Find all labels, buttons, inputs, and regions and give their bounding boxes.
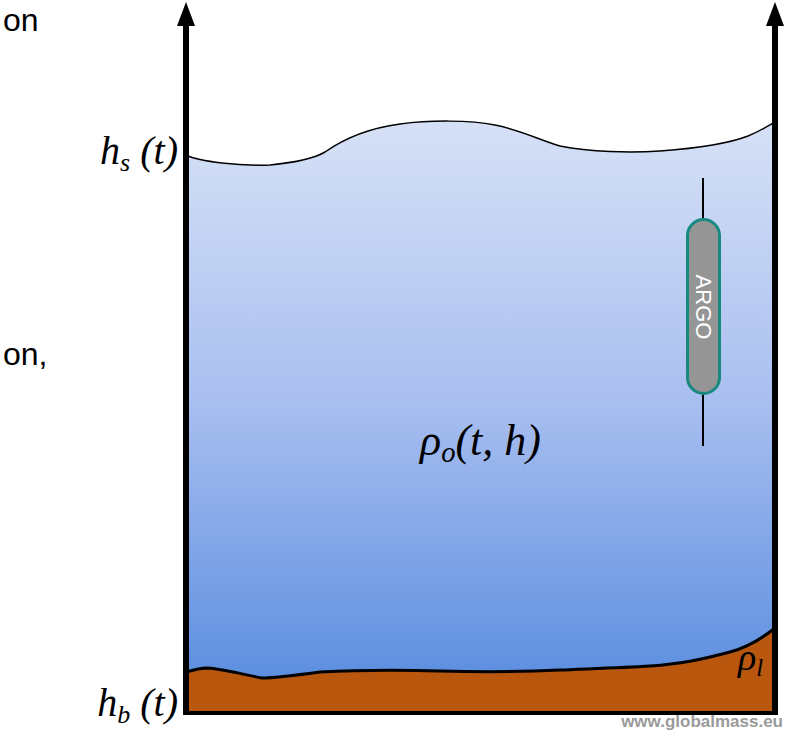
right-axis xyxy=(772,22,778,715)
subscript: o xyxy=(441,437,455,468)
right-arrowhead xyxy=(766,2,784,26)
subscript: s xyxy=(120,148,130,177)
cut-text: on xyxy=(3,2,39,39)
text-part: ρ xyxy=(420,416,441,465)
ocean-water xyxy=(186,121,775,678)
text-part: ρ xyxy=(738,636,756,678)
text-part: (t) xyxy=(130,128,178,173)
left-axis xyxy=(183,22,189,715)
subscript: l xyxy=(756,654,763,681)
text-part: h xyxy=(100,128,120,173)
sediment-boundary xyxy=(186,628,775,678)
sea-surface xyxy=(186,121,775,165)
surface-height-label: hs (t) xyxy=(100,128,178,177)
text-part: on, xyxy=(3,336,47,372)
subscript: b xyxy=(117,700,130,729)
text-part: www.globalmass.eu xyxy=(621,712,783,731)
bottom-height-label: hb (t) xyxy=(97,680,178,729)
text-part: (t, h) xyxy=(455,416,541,465)
text-part: h xyxy=(97,680,117,725)
float-label: ARGO xyxy=(692,274,714,339)
sediment-layer xyxy=(186,628,775,713)
text-part: on xyxy=(3,2,39,38)
ocean-density-label: ρo(t, h) xyxy=(420,416,541,470)
argo-float: ARGO xyxy=(686,218,721,395)
cut-text: on, xyxy=(3,336,47,373)
text-part: (t) xyxy=(130,680,178,725)
left-arrowhead xyxy=(177,2,195,26)
sediment-density-label: ρl xyxy=(738,636,763,683)
watermark: www.globalmass.eu xyxy=(621,712,783,732)
